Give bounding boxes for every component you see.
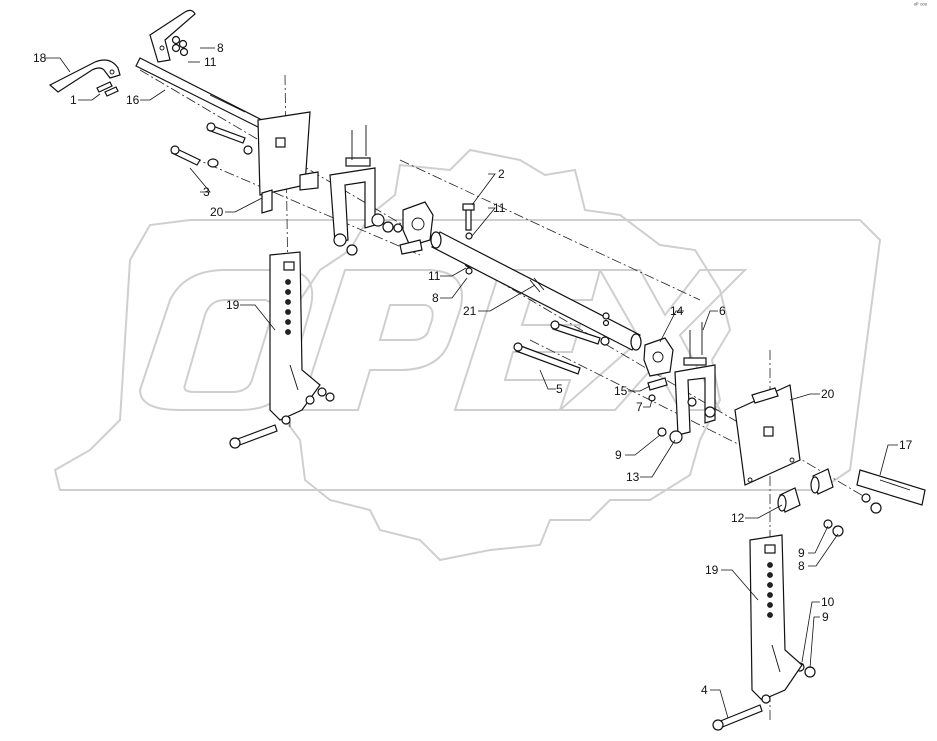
callout-9: 9 bbox=[798, 546, 805, 560]
callout-6: 6 bbox=[719, 304, 726, 318]
corner-mark: ᵒᴾ ᵒᵒᵒ bbox=[913, 3, 927, 9]
callout-8: 8 bbox=[798, 559, 805, 573]
callout-11: 11 bbox=[428, 269, 441, 283]
adjuster-plate-right-19 bbox=[749, 534, 803, 701]
spacer-plate-15 bbox=[647, 377, 668, 402]
hanger-bracket-right bbox=[657, 322, 716, 444]
bushing-right bbox=[810, 468, 834, 495]
leader-lines bbox=[45, 47, 898, 719]
adjuster-plate-left-19 bbox=[269, 251, 335, 421]
callout-4: 4 bbox=[701, 683, 708, 697]
bushing-12 bbox=[777, 487, 801, 513]
callout-15: 15 bbox=[614, 384, 628, 398]
callout-8: 8 bbox=[217, 41, 224, 55]
bolt-left-lower bbox=[229, 415, 291, 449]
clamp-block-right-14 bbox=[643, 337, 674, 377]
callout-9: 9 bbox=[822, 610, 829, 624]
hardware-top bbox=[96, 35, 189, 97]
callout-12: 12 bbox=[731, 511, 745, 525]
callout-20: 20 bbox=[210, 205, 224, 219]
callout-7: 7 bbox=[636, 400, 643, 414]
callout-16: 16 bbox=[126, 93, 140, 107]
bolt-3 bbox=[170, 145, 219, 168]
side-bracket-right-20 bbox=[734, 384, 801, 486]
bolt-5 bbox=[513, 320, 610, 375]
adjuster-bar-16 bbox=[135, 57, 263, 128]
callout-11: 11 bbox=[204, 55, 217, 69]
callout-3: 3 bbox=[203, 185, 210, 199]
callout-10: 10 bbox=[821, 595, 835, 609]
callout-18: 18 bbox=[33, 51, 47, 65]
side-bracket-left-20 bbox=[257, 111, 319, 214]
callout-14: 14 bbox=[670, 304, 684, 318]
adjuster-bar-17 bbox=[856, 469, 926, 514]
callout-11: 11 bbox=[493, 201, 506, 215]
callout-13: 13 bbox=[626, 470, 640, 484]
callout-8: 8 bbox=[432, 291, 439, 305]
hanger-bracket-left bbox=[329, 125, 394, 256]
callout-17: 17 bbox=[899, 438, 913, 452]
shaft-21 bbox=[430, 231, 642, 351]
callout-9: 9 bbox=[615, 448, 622, 462]
lever-arm-18 bbox=[48, 59, 121, 93]
callout-19: 19 bbox=[226, 298, 240, 312]
lever-arm-top bbox=[149, 9, 196, 63]
callout-labels: 18 1 8 11 16 3 20 2 11 11 8 21 19 14 6 5… bbox=[33, 41, 913, 697]
clamp-block-left bbox=[393, 201, 434, 255]
bolt-left-upper bbox=[206, 122, 253, 155]
callout-2: 2 bbox=[498, 167, 505, 181]
callout-21: 21 bbox=[463, 304, 477, 318]
callout-19: 19 bbox=[705, 563, 719, 577]
callout-5: 5 bbox=[556, 382, 563, 396]
bolt-4 bbox=[712, 694, 771, 731]
callout-1: 1 bbox=[70, 93, 77, 107]
callout-20: 20 bbox=[821, 387, 835, 401]
